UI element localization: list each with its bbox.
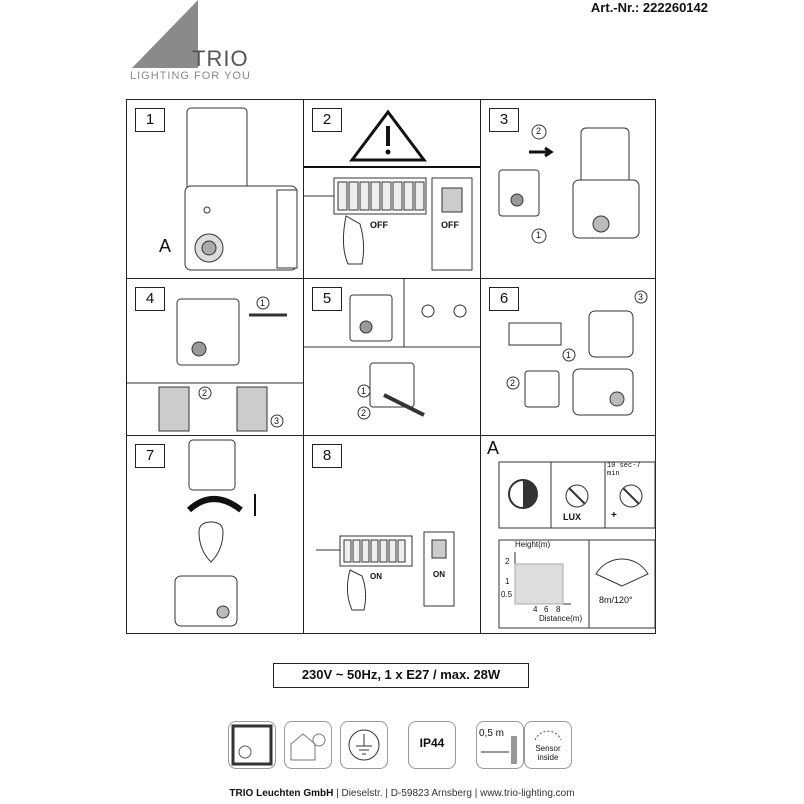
step-number: 3: [489, 108, 519, 132]
x-tick: 8: [556, 605, 561, 614]
sensor-settings-illustration: [498, 461, 656, 629]
height-axis-label: Height(m): [515, 540, 551, 549]
panel-5: 5 1 2: [304, 279, 480, 435]
ip-rating-icon: IP44: [408, 721, 456, 769]
brand-name: TRIO: [192, 46, 249, 71]
min-distance-label: 0,5 m: [479, 728, 505, 739]
step-number: 5: [312, 287, 342, 311]
on-label-breaker: ON: [370, 572, 382, 581]
cable-entry-illustration: [304, 279, 480, 420]
y-tick: 1: [505, 577, 510, 586]
plus-sign: +: [611, 510, 617, 521]
drill-and-plug-illustration: [127, 296, 303, 432]
step-marker: 1: [260, 298, 266, 308]
off-label-switch: OFF: [441, 220, 459, 230]
footer-website: www.trio-lighting.com: [480, 788, 575, 799]
panel-6: 6 3 1 2: [481, 279, 657, 435]
panel-7: 7: [127, 436, 303, 634]
step-number: 2: [312, 108, 342, 132]
step-number: 7: [135, 444, 165, 468]
step-marker: 3: [638, 292, 644, 302]
mounting-plate-illustration: [498, 124, 640, 244]
panel-3: 3 2 1: [481, 100, 657, 278]
article-number: Art.-Nr.: 222260142: [590, 0, 708, 15]
panel-1: 1 A: [127, 100, 303, 278]
step-marker: 1: [361, 386, 367, 396]
on-label-switch: ON: [433, 570, 445, 579]
ip-rating-label: IP44: [419, 736, 445, 750]
panel-8: 8 ON ON: [304, 436, 480, 634]
step-marker: 1: [536, 230, 542, 240]
bulb-install-illustration: [174, 439, 256, 627]
footer-city: D-59823 Arnsberg: [390, 788, 472, 799]
step-number: 4: [135, 287, 165, 311]
min-distance-icon: 0,5 m: [476, 721, 524, 769]
step-marker: 2: [202, 388, 208, 398]
wall-lamp-illustration: [184, 107, 298, 271]
y-tick: 0.5: [501, 590, 513, 599]
detection-range: 8m/120°: [599, 595, 633, 605]
step-number: 6: [489, 287, 519, 311]
distance-axis-label: Distance(m): [539, 614, 583, 623]
earth-ground-icon: [340, 721, 388, 769]
x-tick: 6: [544, 605, 549, 614]
step-number: 1: [135, 108, 165, 132]
panel-label: A: [487, 438, 500, 458]
power-on-illustration: [316, 531, 455, 611]
timer-range: 10 sec-7 min: [607, 462, 641, 478]
variant-label: A: [159, 236, 172, 256]
step-marker: 2: [536, 126, 542, 136]
electrical-spec: 230V ~ 50Hz, 1 x E27 / max. 28W: [273, 663, 529, 688]
sensor-label-line2: inside: [537, 753, 559, 762]
step-marker: 2: [510, 378, 516, 388]
x-tick: 4: [533, 605, 538, 614]
wiring-illustration: [506, 290, 648, 416]
footer-company: TRIO Leuchten GmbH: [229, 788, 334, 799]
brand-tagline: LIGHTING FOR YOU: [130, 70, 251, 82]
instruction-grid: 1 A 2: [126, 99, 656, 634]
footer-street: Dieselstr.: [341, 788, 383, 799]
sensor-label-line1: Sensor: [535, 744, 561, 753]
footer: TRIO Leuchten GmbH | Dieselstr. | D-5982…: [229, 788, 575, 799]
panel-2: 2 OFF OFF: [304, 100, 480, 278]
step-marker: 1: [566, 350, 572, 360]
wall-mount-icon: [284, 721, 332, 769]
step-marker: 3: [274, 416, 280, 426]
panel-4: 4 1 2 3: [127, 279, 303, 435]
trio-logo-triangle: [132, 0, 198, 68]
protection-class-icon: [228, 721, 276, 769]
lux-label: LUX: [563, 512, 581, 522]
y-tick: 2: [505, 557, 510, 566]
panel-a-sensor-settings: A 10 sec-7 min LUX + Height(m) 2 1 0.5 4…: [481, 436, 657, 634]
off-label-breaker: OFF: [370, 220, 388, 230]
step-marker: 2: [361, 408, 367, 418]
power-off-illustration: [304, 109, 480, 271]
step-number: 8: [312, 444, 342, 468]
